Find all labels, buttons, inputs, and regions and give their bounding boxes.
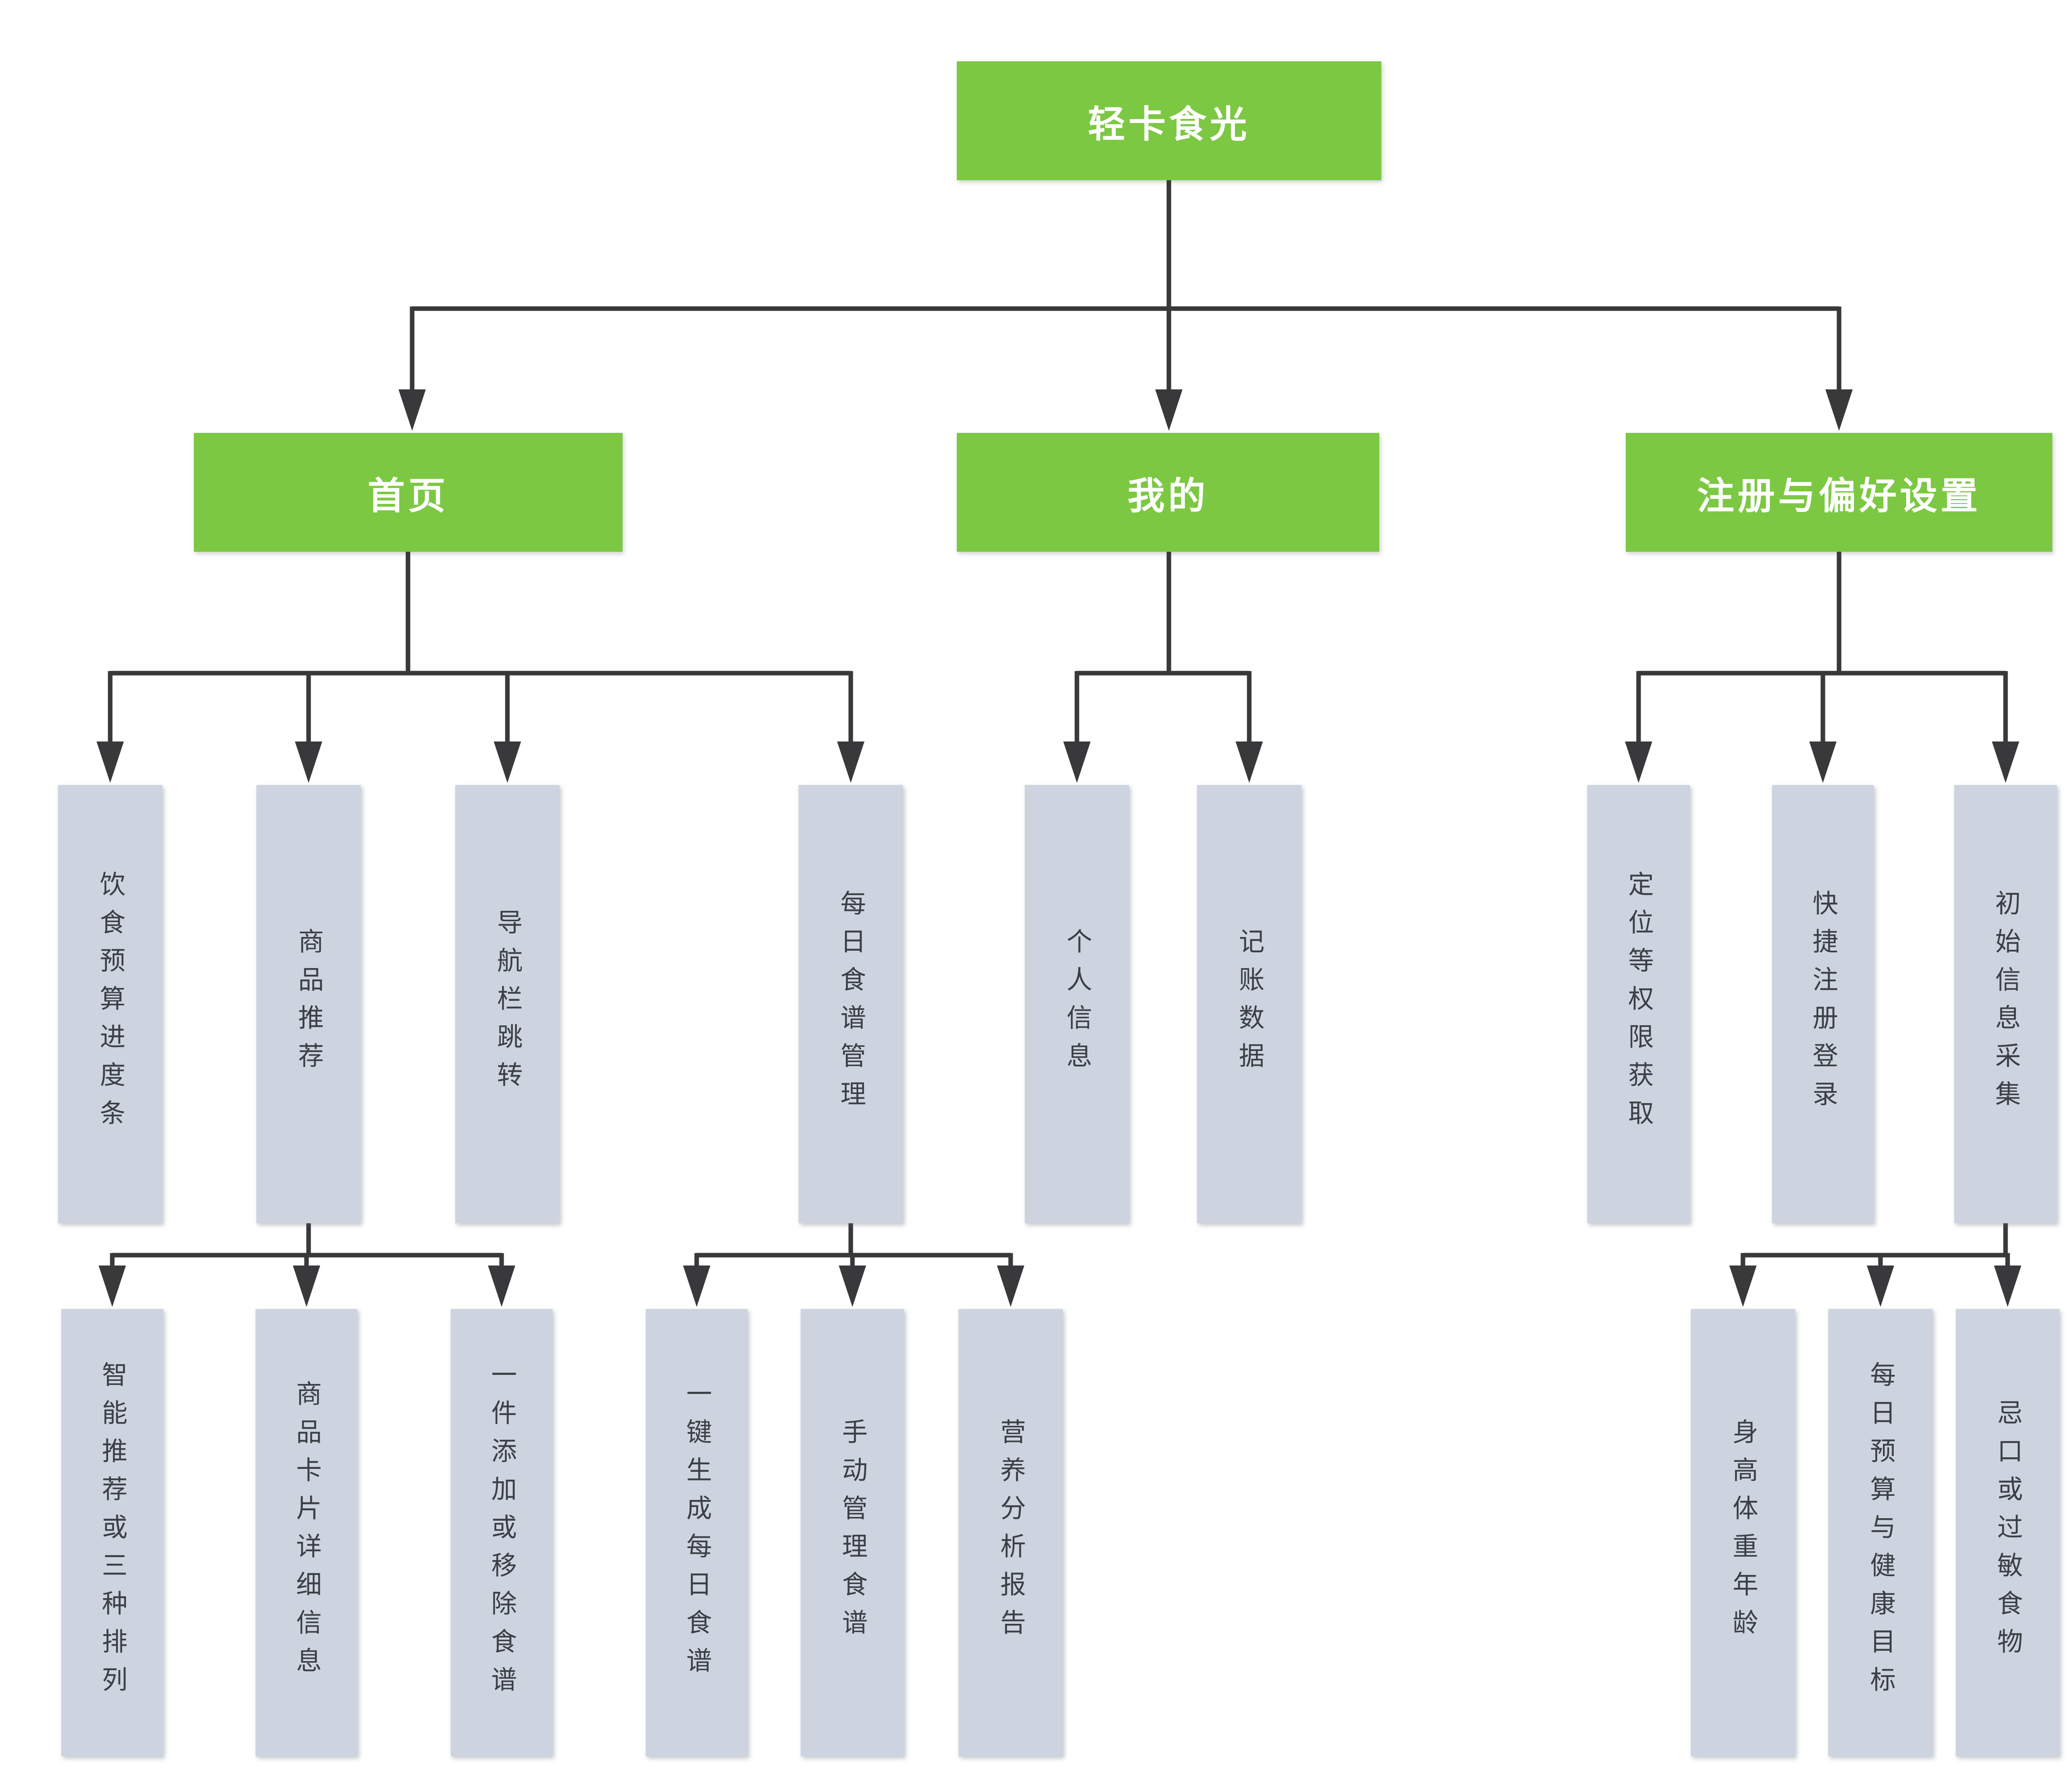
node-personal-info-label: 个人信息 [1062,928,1092,1080]
node-smart-recommend-sort: 智能推荐或三种排列 [61,1309,163,1756]
node-quick-register-login: 快捷注册登录 [1772,785,1874,1223]
node-accounting-data: 记账数据 [1197,785,1301,1223]
node-diet-budget-bar-label: 饮食预算进度条 [95,871,126,1138]
node-nutrition-analysis-report: 营养分析报告 [958,1309,1063,1756]
node-home: 首页 [194,433,623,552]
node-product-recommend-label: 商品推荐 [294,928,324,1080]
node-navbar-jump: 导航栏跳转 [455,785,560,1223]
node-allergy-avoid-food-label: 忌口或过敏食物 [1993,1399,2023,1666]
node-personal-info: 个人信息 [1025,785,1129,1223]
node-daily-recipe-management: 每日食谱管理 [799,785,903,1223]
node-add-remove-recipe-label: 一件添加或移除食谱 [487,1361,517,1704]
node-allergy-avoid-food: 忌口或过敏食物 [1956,1309,2059,1756]
node-initial-info-collection: 初始信息采集 [1954,785,2057,1223]
node-manual-manage-recipe-label: 手动管理食谱 [838,1418,868,1647]
node-add-remove-recipe: 一件添加或移除食谱 [451,1309,553,1756]
node-diet-budget-bar: 饮食预算进度条 [58,785,162,1223]
node-initial-info-collection-label: 初始信息采集 [1991,890,2021,1118]
node-home-label: 首页 [367,474,449,518]
node-register-preferences-label: 注册与偏好设置 [1697,474,1981,518]
node-manual-manage-recipe: 手动管理食谱 [801,1309,904,1756]
node-smart-recommend-sort-label: 智能推荐或三种排列 [97,1361,128,1704]
node-mine-label: 我的 [1127,474,1209,518]
node-daily-budget-health-goal-label: 每日预算与健康目标 [1866,1361,1896,1704]
node-root: 轻卡食光 [957,61,1381,180]
node-product-recommend: 商品推荐 [256,785,361,1223]
node-daily-budget-health-goal: 每日预算与健康目标 [1828,1309,1933,1756]
node-product-card-detail-label: 商品卡片详细信息 [292,1380,322,1685]
node-product-card-detail: 商品卡片详细信息 [256,1309,357,1756]
node-mine: 我的 [957,433,1379,552]
node-height-weight-age-label: 身高体重年龄 [1728,1418,1758,1647]
node-navbar-jump-label: 导航栏跳转 [492,909,523,1099]
node-one-key-generate-recipe: 一键生成每日食谱 [646,1309,748,1756]
node-root-label: 轻卡食光 [1088,102,1250,146]
node-nutrition-analysis-report-label: 营养分析报告 [996,1418,1026,1647]
node-height-weight-age: 身高体重年龄 [1691,1309,1795,1756]
node-one-key-generate-recipe-label: 一键生成每日食谱 [682,1380,712,1685]
node-location-permission-label: 定位等权限获取 [1624,871,1654,1138]
node-accounting-data-label: 记账数据 [1234,928,1265,1080]
node-daily-recipe-management-label: 每日食谱管理 [836,890,866,1118]
node-register-preferences: 注册与偏好设置 [1626,433,2052,552]
node-location-permission: 定位等权限获取 [1587,785,1690,1223]
node-quick-register-login-label: 快捷注册登录 [1808,890,1838,1118]
